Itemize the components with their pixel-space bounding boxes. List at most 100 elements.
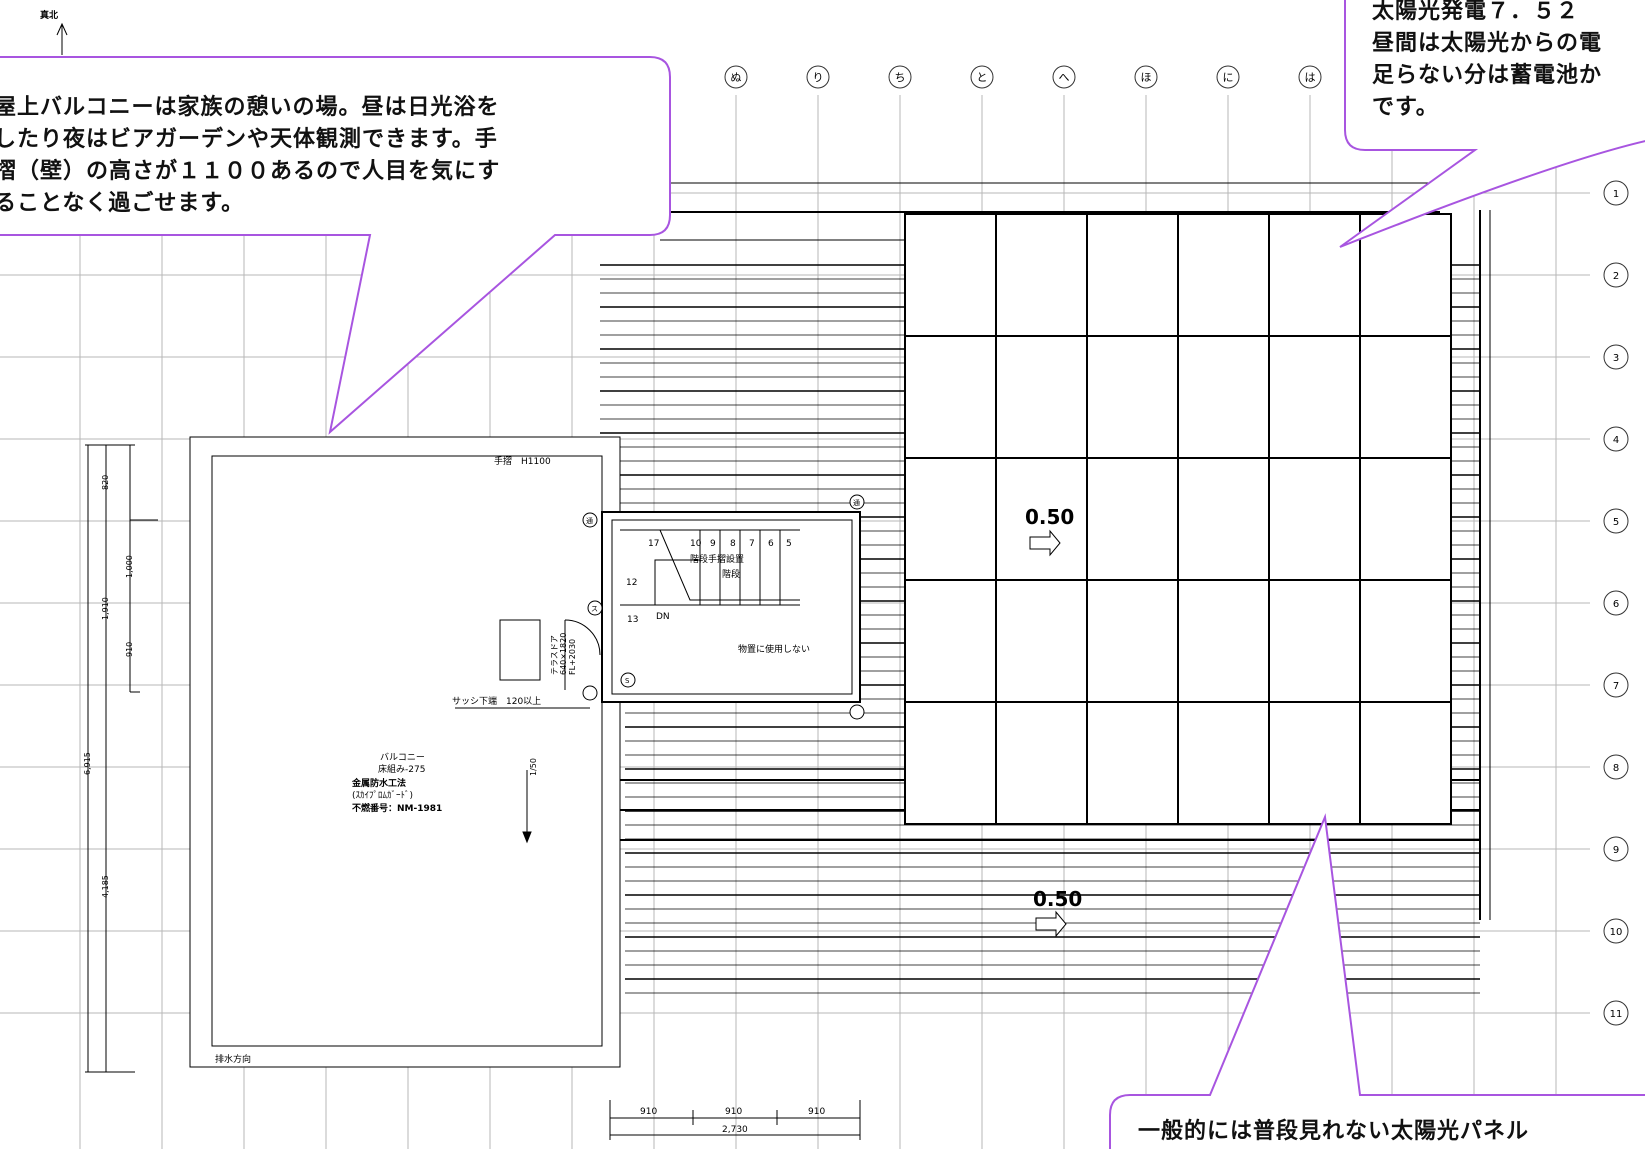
step-9: 9 [710,539,716,549]
solar-panel [995,335,1088,459]
north-arrow [56,22,68,55]
tag-1: 通 [586,516,593,525]
row-marker-label: 11 [1610,1009,1623,1020]
column-marker-label: り [813,71,824,84]
slope-arrows [522,529,1067,938]
column-marker [1298,65,1322,89]
solar-panel-array [904,213,1452,825]
roof-slope-label-1: 0.50 [1025,505,1074,529]
step-8: 8 [730,539,736,549]
column-marker-label: は [1305,71,1316,84]
solar-panel [1086,701,1179,825]
dim-1000: 1,000 [125,555,134,578]
row-marker-label: 5 [1613,517,1619,528]
row-marker [1603,426,1629,452]
column-marker [970,65,994,89]
storage-label: 物置に使用しない [738,643,810,655]
stair-label: 階段 [722,568,740,580]
waterproof-sub-label: (ｽｶｲﾌﾟﾛﾑｶﾞｰﾄﾞ) [352,790,413,801]
dim-1910: 1,910 [101,597,110,620]
solar-panel [1359,335,1452,459]
vertical-labels: 820 1,000 1,910 910 6,915 4,185 1/50 テラス… [83,475,577,898]
north-label: 真北 [40,11,59,21]
row-marker [1603,836,1629,862]
tag-2: 通 [853,498,860,507]
solar-panel [904,213,997,337]
plan-labels: 手摺 H1100 バルコニー 床組み-275 金属防水工法 (ｽｶｲﾌﾟﾛﾑｶﾞ… [215,455,1082,1135]
column-marker-label: へ [1059,71,1070,84]
solar-panel [1359,701,1452,825]
solar-panel [1086,457,1179,581]
step-6: 6 [768,539,774,549]
solar-panel [904,701,997,825]
row-marker-label: 2 [1613,271,1619,282]
solar-panel [1268,579,1361,703]
column-marker [1052,65,1076,89]
solar-panel [1177,701,1270,825]
balcony-floor-label: 床組み-275 [378,763,425,775]
terrace-size-label: 640×1820 [559,633,568,675]
row-marker [1603,1000,1629,1026]
row-marker-label: 10 [1610,927,1623,938]
balcony-callout-line-4: ることなく過ごせます。 [0,191,245,216]
balcony-callout-line-2: したり夜はビアガーデンや天体観測できます。手 [0,127,498,152]
step-12: 12 [626,578,637,588]
solar-panel [1268,457,1361,581]
balcony-slope-label: 1/50 [529,758,538,776]
stair-handrail-label: 階段手摺設置 [690,553,744,565]
solar-panel [1268,213,1361,337]
balcony-callout-text: 屋上バルコニーは家族の憩いの場。昼は日光浴を したり夜はビアガーデンや天体観測で… [0,92,500,220]
dim-4185: 4,185 [101,875,110,898]
solar-panel [904,457,997,581]
solar-panel [904,335,997,459]
solar-panel [1086,335,1179,459]
balcony-callout-bubble [0,56,671,435]
tag-4: S [625,677,630,685]
row-marker [1603,590,1629,616]
dim-910-a: 910 [640,1107,657,1117]
step-7: 7 [749,539,755,549]
row-marker [1603,508,1629,534]
solar-panel [1359,457,1452,581]
column-marker [806,65,830,89]
row-marker [1603,672,1629,698]
column-marker-label: ほ [1141,71,1152,84]
row-marker-label: 4 [1613,435,1619,446]
step-10: 10 [690,539,702,549]
panel-callout-text: 一般的には普段見れない太陽光パネル [1138,1116,1529,1148]
solar-panel [1268,335,1361,459]
solar-panel [995,701,1088,825]
solar-panel [1177,457,1270,581]
fireproof-label: 不燃番号：NM-1981 [352,802,442,814]
solar-panel [1268,701,1361,825]
row-marker-label: 7 [1613,681,1619,692]
handrail-label: 手摺 H1100 [494,455,551,467]
row-marker [1603,918,1629,944]
tag-3: ス [591,605,598,613]
column-marker [888,65,912,89]
dim-910-c: 910 [808,1107,825,1117]
drain-label: 排水方向 [215,1053,251,1065]
solar-panel [1177,579,1270,703]
row-marker [1603,262,1629,288]
solar-callout-line-1: 太陽光発電７．５２ [1372,0,1580,24]
column-marker-label: と [977,71,988,84]
row-marker-label: 1 [1613,189,1619,200]
dim-6915: 6,915 [83,752,92,775]
balcony-outline [189,436,621,1068]
solar-callout-line-2: 昼間は太陽光からの電 [1372,31,1603,56]
panel-callout-bubble [1109,813,1645,1149]
step-5: 5 [786,539,792,549]
bottom-dimensions [609,1100,861,1140]
column-marker [1216,65,1240,89]
left-dimensions [85,444,158,1073]
solar-panel [904,579,997,703]
column-marker-label: ち [895,71,906,84]
column-marker [724,65,748,89]
balcony-callout-line-1: 屋上バルコニーは家族の憩いの場。昼は日光浴を [0,95,500,120]
row-marker-label: 9 [1613,845,1619,856]
balcony-name-label: バルコニー [380,752,425,763]
solar-panel [1359,579,1452,703]
solar-panel [995,579,1088,703]
